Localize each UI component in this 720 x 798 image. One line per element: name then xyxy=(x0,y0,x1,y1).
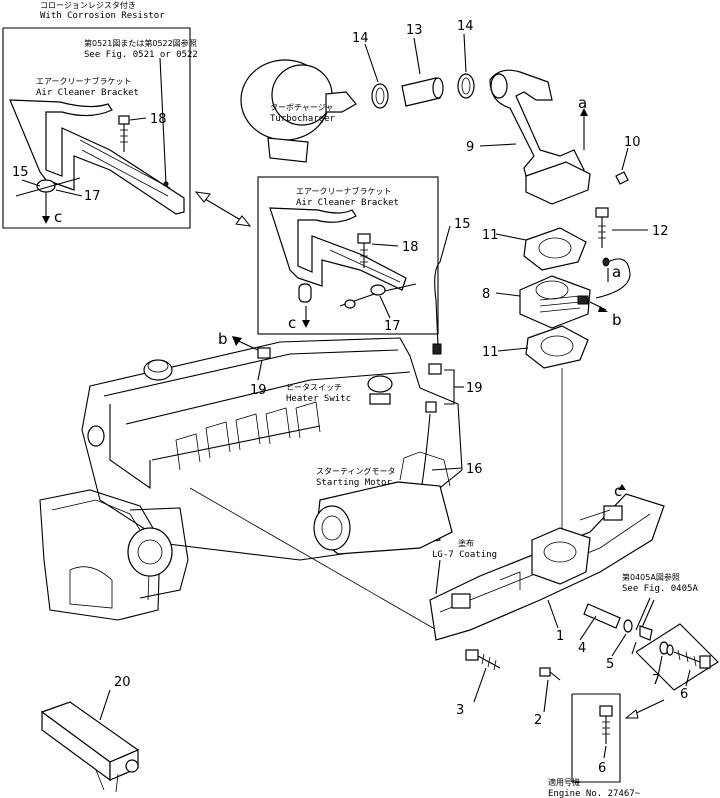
inset-bracket-en: Air Cleaner Bracket xyxy=(36,88,139,98)
hose-clamp-14-left xyxy=(371,83,389,109)
bolt-2 xyxy=(539,667,561,681)
fig-ref-jp: 第0405A図参照 xyxy=(622,572,680,582)
tube xyxy=(631,597,655,655)
serial-label-en: Engine No. 27467~ xyxy=(548,789,641,798)
heater-label-en: Heater Switc xyxy=(286,394,351,404)
coating-label-en: LG-7 Coating xyxy=(432,550,497,560)
fig-ref-en: See Fig. 0405A xyxy=(622,584,698,594)
label-17: 17 xyxy=(384,319,401,334)
heater-switch: ヒータスイッチ Heater Switc xyxy=(286,375,393,405)
letter-a-mid: a xyxy=(612,263,621,281)
bolt-18 xyxy=(357,233,371,268)
label-6-bottom: 6 xyxy=(598,761,606,776)
inset2-bracket-jp: エアークリーナブラケット xyxy=(296,186,392,196)
pipe-4 xyxy=(583,603,621,629)
label-2: 2 xyxy=(534,713,542,728)
label-5: 5 xyxy=(606,657,614,672)
part-20 xyxy=(40,701,140,793)
o-ring-5 xyxy=(623,619,633,633)
label-14-left: 14 xyxy=(352,31,369,46)
label-18-inset: 18 xyxy=(150,112,167,127)
label-8: 8 xyxy=(482,287,490,302)
bolt-3 xyxy=(465,649,501,671)
oil-filler-cap xyxy=(143,359,173,381)
inset-ref-jp: 第0521図または第0522図参照 xyxy=(84,38,197,48)
air-cleaner-bracket xyxy=(269,207,407,291)
air-cleaner-bracket-inset xyxy=(9,99,185,215)
letter-b-right: b xyxy=(612,311,622,329)
letter-b-left: b xyxy=(218,330,228,348)
wire-15 xyxy=(434,261,441,347)
label-15: 15 xyxy=(454,217,471,232)
label-19-right: 19 xyxy=(466,381,483,396)
label-15-inset: 15 xyxy=(12,165,29,180)
inset-air-cleaner-bracket: エアークリーナブラケット Air Cleaner Bracket 18 c 17 xyxy=(257,176,439,335)
cylinder-part xyxy=(298,283,312,303)
label-11-top: 11 xyxy=(482,228,499,243)
gasket-11-bottom xyxy=(525,325,589,369)
intake-manifold-1 xyxy=(429,493,665,641)
label-11-bottom: 11 xyxy=(482,345,499,360)
starting-motor: スターティングモータ Starting Motor xyxy=(313,451,453,555)
label-1: 1 xyxy=(556,629,564,644)
label-4: 4 xyxy=(578,641,586,656)
label-3: 3 xyxy=(456,703,464,718)
turbocharger: ターボチャージャ Turbocharger xyxy=(240,59,357,163)
leader-ref xyxy=(159,57,167,185)
serial-box: 6 適用号機 Engine No. 27467~ xyxy=(548,693,641,798)
turbo-label-en: Turbocharger xyxy=(270,114,336,124)
hose-clamp-14-right xyxy=(457,73,475,99)
inset-corrosion-resistor: コロージョンレジスタ付き With Corrosion Resistor 第05… xyxy=(2,0,198,229)
label-7: 7 xyxy=(652,673,660,688)
hose-13 xyxy=(401,77,444,107)
turbo-label-jp: ターボチャージャ xyxy=(270,103,333,112)
label-17-inset: 17 xyxy=(84,189,101,204)
bolt-12 xyxy=(595,207,609,248)
label-18: 18 xyxy=(402,240,419,255)
label-12: 12 xyxy=(652,224,669,239)
heater-label-jp: ヒータスイッチ xyxy=(286,383,342,392)
bolt-18-inset xyxy=(118,115,130,152)
letter-c-mid: c xyxy=(288,314,296,332)
serial-label-jp: 適用号機 xyxy=(548,777,580,787)
heater-8 xyxy=(519,275,591,329)
letter-a-top: a xyxy=(578,94,587,112)
starting-label-jp: スターティングモータ xyxy=(316,466,396,476)
engine-block xyxy=(39,337,463,633)
label-13: 13 xyxy=(406,23,423,38)
letter-c-inset: c xyxy=(54,208,62,226)
label-10: 10 xyxy=(624,135,641,150)
inset-bracket-jp: エアークリーナブラケット xyxy=(36,76,132,86)
detail-box-6-7 xyxy=(635,623,719,691)
inset-title-jp: コロージョンレジスタ付き xyxy=(40,0,136,10)
label-20: 20 xyxy=(114,675,131,690)
inset2-bracket-en: Air Cleaner Bracket xyxy=(296,198,399,208)
label-19-left: 19 xyxy=(250,383,267,398)
starting-label-en: Starting Motor xyxy=(316,478,392,488)
letter-c-manifold: c xyxy=(614,482,622,500)
label-14-right: 14 xyxy=(457,19,474,34)
label-9: 9 xyxy=(466,140,474,155)
elbow-9 xyxy=(489,69,591,205)
nut-10 xyxy=(615,171,629,185)
double-arrow xyxy=(194,191,252,227)
gasket-11-top xyxy=(523,227,587,271)
label-16: 16 xyxy=(466,462,483,477)
inset-ref-en: See Fig. 0521 or 0522 xyxy=(84,50,198,60)
label-6-top: 6 xyxy=(680,687,688,702)
coating-label-jp: 塗布 xyxy=(458,538,474,548)
inset-title-en: With Corrosion Resistor xyxy=(40,11,165,21)
